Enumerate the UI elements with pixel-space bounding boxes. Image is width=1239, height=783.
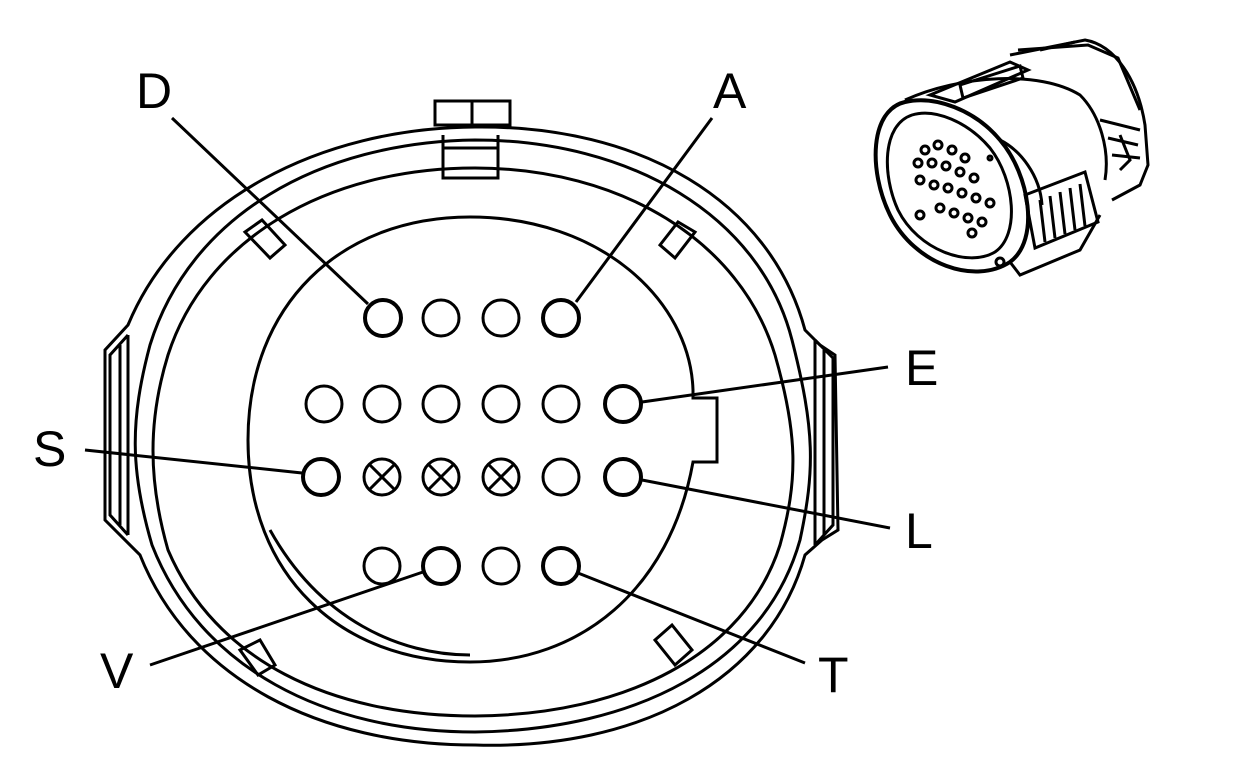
connector-outer-shell bbox=[103, 125, 840, 747]
leader-l bbox=[641, 478, 891, 530]
label-d: D bbox=[136, 63, 172, 119]
leader-lines bbox=[84, 116, 891, 667]
plugged-cavity bbox=[362, 457, 402, 497]
top-key-tab bbox=[433, 99, 512, 180]
latch-bottom-right bbox=[652, 622, 695, 668]
latch-bottom-left bbox=[237, 638, 278, 677]
cavity-d bbox=[363, 298, 403, 338]
pin-field-boundary bbox=[246, 215, 719, 664]
cavity bbox=[362, 546, 402, 586]
cavities bbox=[301, 298, 643, 586]
cavity bbox=[541, 457, 581, 497]
label-e: E bbox=[905, 340, 938, 396]
cavity bbox=[421, 298, 461, 338]
right-rail bbox=[813, 338, 835, 547]
cavity-l bbox=[603, 457, 643, 497]
label-t: T bbox=[818, 647, 849, 703]
connector-3d-illustration bbox=[873, 38, 1150, 277]
leader-d bbox=[170, 116, 370, 306]
plugged-cavity bbox=[421, 457, 461, 497]
leader-t bbox=[577, 571, 806, 665]
label-a: A bbox=[713, 63, 747, 119]
latch-top-left bbox=[242, 218, 288, 261]
pin-field-lower-arc bbox=[268, 529, 471, 657]
label-v: V bbox=[100, 643, 134, 699]
label-l: L bbox=[905, 503, 933, 559]
cavity bbox=[481, 298, 521, 338]
connector-rim bbox=[151, 166, 795, 718]
leader-e bbox=[641, 365, 889, 404]
leader-v bbox=[149, 570, 424, 667]
plugged-cavity bbox=[481, 457, 521, 497]
latch-top-right bbox=[657, 220, 698, 261]
cavity-e bbox=[603, 384, 643, 424]
connector-inner-shell bbox=[133, 138, 812, 734]
cavity bbox=[362, 384, 402, 424]
leader-s bbox=[84, 448, 303, 475]
cavity bbox=[421, 384, 461, 424]
cavity-v bbox=[421, 546, 461, 586]
cavity-s bbox=[301, 457, 341, 497]
cavity-a bbox=[541, 298, 581, 338]
connector-face bbox=[103, 99, 840, 747]
cavity-t bbox=[541, 546, 581, 586]
pin-labels: D A E S L V T bbox=[33, 63, 938, 703]
cavity bbox=[481, 384, 521, 424]
leader-a bbox=[574, 117, 714, 303]
label-s: S bbox=[33, 421, 66, 477]
cavity bbox=[541, 384, 581, 424]
cavity bbox=[304, 384, 344, 424]
illustration-pins bbox=[912, 139, 996, 239]
left-rail bbox=[108, 333, 130, 537]
cavity bbox=[481, 546, 521, 586]
